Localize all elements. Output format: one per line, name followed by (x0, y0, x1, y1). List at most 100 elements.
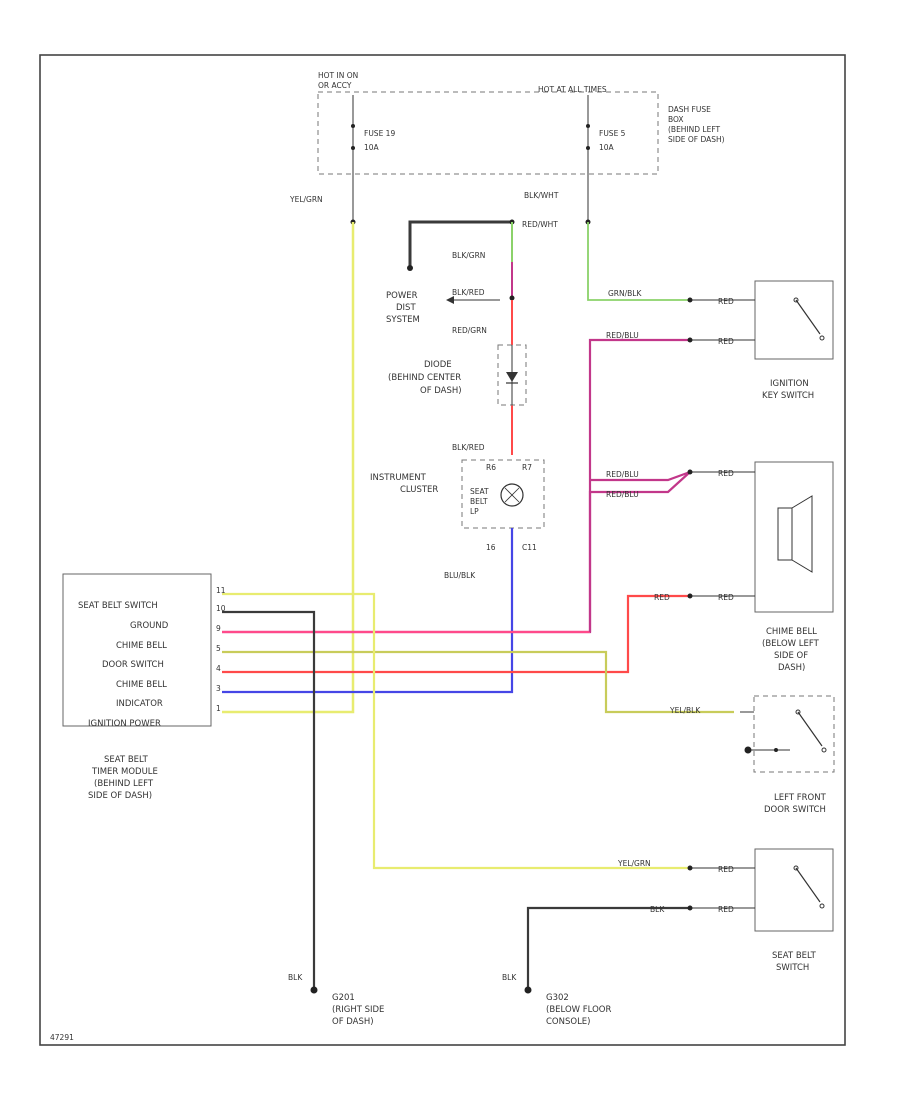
fuse-19-terminal-top (351, 124, 355, 128)
power-dist-label-3: SYSTEM (386, 315, 420, 325)
wire-vertical-diode (509, 222, 515, 455)
wire-label-red-blu: RED/BLU (606, 331, 639, 340)
seatbelt-wire-label-1: RED (718, 865, 734, 874)
module-pin-num-1: 11 (216, 586, 226, 595)
module-pin-num-5: 4 (216, 664, 221, 673)
wire-label-blu-grn: BLK/GRN (452, 251, 485, 260)
wire-label-red-grn: RED/GRN (452, 326, 487, 335)
module-pin-num-7: 1 (216, 704, 221, 713)
wire-label-blk-red-2: BLK/RED (452, 443, 485, 452)
instrument-cluster (461, 459, 545, 529)
fuse-box-location-1: DASH FUSE (668, 105, 711, 114)
fuse-box-location-4: SIDE OF DASH) (668, 135, 725, 144)
wire-label-yel-grn-bottom: YEL/GRN (617, 859, 651, 868)
hot-in-on-label-2: OR ACCY (318, 81, 352, 90)
wire-yel-grn-seatbelt (222, 592, 690, 870)
ignition-wire-label-2: RED (718, 337, 734, 346)
wire-label-blu-blk: BLU/BLK (444, 571, 476, 580)
fuse-box-location-2: BOX (668, 115, 684, 124)
cluster-pin-16: 16 (486, 543, 496, 552)
g302-label-2: (BELOW FLOOR (546, 1005, 611, 1015)
module-pin-label-3: CHIME BELL (116, 641, 167, 651)
module-pin-num-2: 10 (216, 604, 226, 613)
wire-blk-wht (585, 174, 591, 225)
module-pin-num-3: 9 (216, 624, 221, 633)
wire-blk-g201 (222, 610, 318, 994)
door-switch-label-2: DOOR SWITCH (764, 805, 826, 815)
module-label-3: (BEHIND LEFT (94, 779, 154, 789)
cluster-pin-r6: R6 (486, 463, 496, 472)
chime-label-3: SIDE OF (774, 651, 808, 661)
chime-wire-label-2: RED (718, 593, 734, 602)
diode-label-1: DIODE (424, 360, 452, 370)
fuse-19-terminal-bottom (351, 146, 355, 150)
wire-label-blk-bottom: BLK (650, 905, 665, 914)
fuse-5-label: FUSE 5 (599, 129, 626, 138)
wire-yel-grn-ignition (222, 174, 356, 714)
cluster-lamp-label-2: BELT (470, 497, 488, 506)
wire-label-red-1: RED (654, 593, 670, 602)
wire-yel-blk (222, 650, 734, 714)
g302-wire-label: BLK (502, 973, 517, 982)
cluster-label-1: INSTRUMENT (370, 473, 427, 483)
wire-label-red-wht: RED/WHT (522, 220, 558, 229)
door-switch (740, 695, 835, 773)
seat-belt-switch (687, 848, 834, 932)
diode-label-2: (BEHIND CENTER (388, 373, 461, 383)
ignition-key-switch (687, 280, 834, 360)
wire-red-blu-chime (588, 471, 691, 632)
module-label-4: SIDE OF DASH) (88, 791, 152, 801)
chime-wire-label-1: RED (718, 469, 734, 478)
power-dist-label-1: POWER (386, 291, 418, 301)
cluster-lamp-label-3: LP (470, 507, 479, 516)
fuse-19-amp: 10A (364, 143, 380, 152)
module-pin-num-4: 5 (216, 644, 221, 653)
module-label-1: SEAT BELT (104, 755, 149, 765)
g201-wire-label: BLK (288, 973, 303, 982)
wire-label-blk-wht: BLK/WHT (524, 191, 559, 200)
wire-label-red-blu-2: RED/BLU (606, 470, 639, 479)
wire-grn-blk (587, 222, 690, 301)
g201-label-1: G201 (332, 993, 355, 1003)
seatbelt-switch-label-1: SEAT BELT (772, 951, 817, 961)
wire-label-red-blu-3: RED/BLU (606, 490, 639, 499)
wire-label-yel-blk: YEL/BLK (669, 706, 701, 715)
chime-label-2: (BELOW LEFT (762, 639, 820, 649)
wire-label-yel-grn-top: YEL/GRN (289, 195, 323, 204)
wire-red-blu-ignition (222, 338, 691, 634)
seatbelt-wire-label-2: RED (718, 905, 734, 914)
ignition-label-2: KEY SWITCH (762, 391, 814, 401)
seatbelt-switch-label-2: SWITCH (776, 963, 809, 973)
fuse-19-label: FUSE 19 (364, 129, 395, 138)
fuse-5-terminal-bottom (586, 146, 590, 150)
power-dist-label-2: DIST (396, 303, 416, 313)
cluster-pin-r7: R7 (522, 463, 532, 472)
chime-bell (687, 461, 834, 613)
module-pin-label-7: IGNITION POWER (88, 719, 161, 729)
diode (497, 344, 527, 406)
fuse-5-amp: 10A (599, 143, 615, 152)
figure-code: 47291 (50, 1033, 74, 1042)
module-pin-label-4: DOOR SWITCH (102, 660, 164, 670)
module-pin-label-1: SEAT BELT SWITCH (78, 601, 158, 611)
seat-belt-lamp-icon (500, 483, 524, 507)
wire-label-blk-red: BLK/RED (452, 288, 485, 297)
wire-to-power-dist (407, 219, 515, 271)
diagram-frame (39, 54, 846, 1046)
g201-label-3: OF DASH) (332, 1017, 374, 1027)
ignition-wire-label-1: RED (718, 297, 734, 306)
g201-label-2: (RIGHT SIDE (332, 1005, 384, 1015)
module-label-2: TIMER MODULE (91, 767, 158, 777)
cluster-label-2: CLUSTER (400, 485, 438, 495)
fuse-box: HOT IN ON OR ACCY HOT AT ALL TIMES FUSE … (317, 71, 725, 175)
power-dist-arrow-head (446, 296, 454, 304)
fuse-box-location-3: (BEHIND LEFT (668, 125, 721, 134)
fuse-5-terminal-top (586, 124, 590, 128)
wire-blu-blk (222, 528, 514, 694)
module-pin-label-2: GROUND (130, 621, 169, 631)
wire-red-chime (222, 594, 690, 674)
g302-label-3: CONSOLE) (546, 1017, 591, 1027)
hot-at-all-times-label: HOT AT ALL TIMES (538, 85, 607, 94)
cluster-lamp-label-1: SEAT (470, 487, 489, 496)
